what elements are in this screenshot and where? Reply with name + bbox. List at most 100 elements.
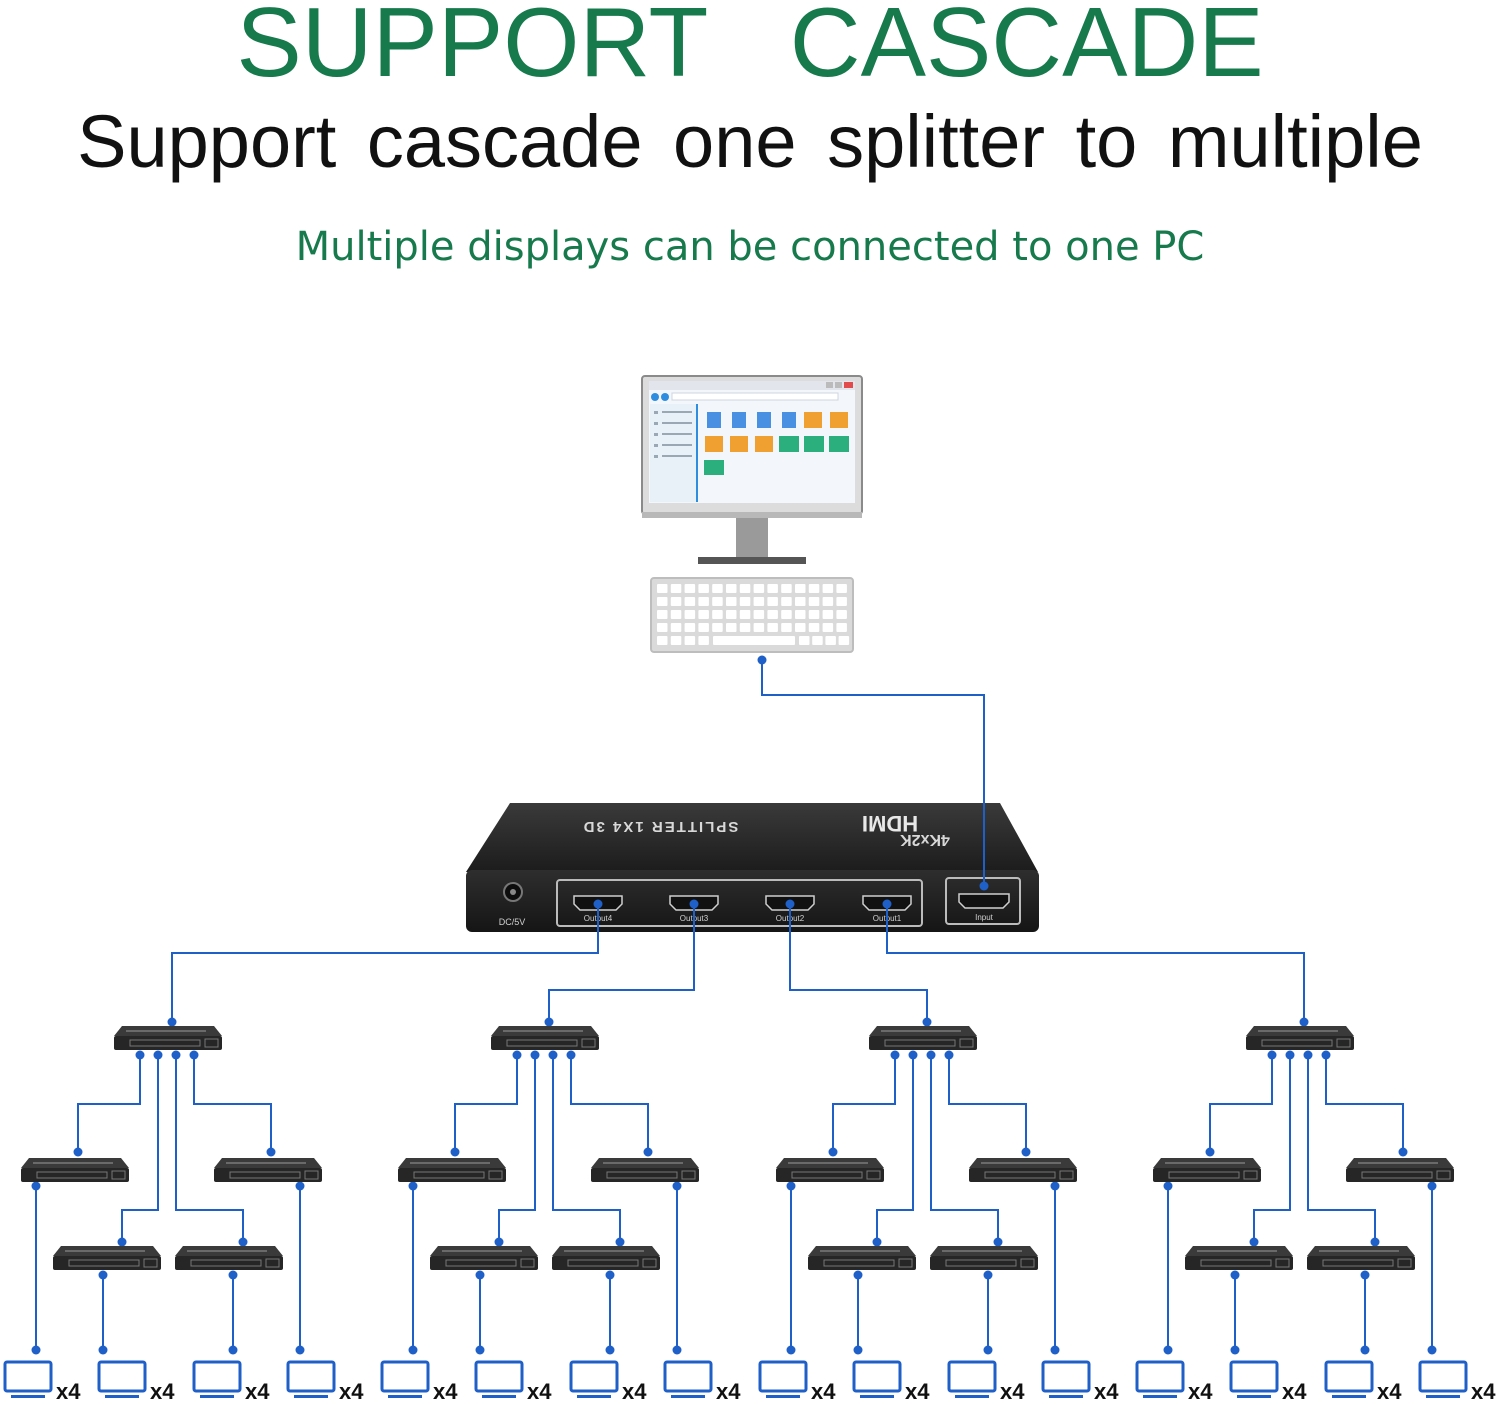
cable-connector — [1303, 1050, 1313, 1060]
cable-connector — [189, 1050, 199, 1060]
display-count-label: x4 — [1377, 1379, 1402, 1404]
cable-connector — [117, 1237, 127, 1247]
hdmi-splitter-icon — [429, 1245, 539, 1271]
cable-connector — [171, 1050, 181, 1060]
cable-connector — [593, 899, 603, 909]
display-monitor: x4 — [758, 1360, 836, 1404]
hdmi-input-port: Input — [958, 893, 1010, 922]
hdmi-cable — [789, 904, 928, 1022]
display-monitor-icon — [286, 1360, 336, 1400]
display-monitor-icon — [758, 1360, 808, 1400]
cable-connector — [1050, 1181, 1060, 1191]
hdmi-splitter-icon — [807, 1245, 917, 1271]
display-count-label: x4 — [150, 1379, 175, 1404]
cable-connector — [605, 1270, 615, 1280]
hdmi-splitter-icon — [490, 1025, 600, 1051]
hdmi-cable — [548, 904, 695, 1022]
display-monitor-icon — [852, 1360, 902, 1400]
cable-connector — [1230, 1345, 1240, 1355]
cable-connector — [1398, 1147, 1408, 1157]
display-monitor: x4 — [1324, 1360, 1402, 1404]
cable-connector — [1267, 1050, 1277, 1060]
display-monitor-icon — [3, 1360, 53, 1400]
display-count-label: x4 — [339, 1379, 364, 1404]
cable-connector — [1021, 1147, 1031, 1157]
cable-connector — [643, 1147, 653, 1157]
cable-connector — [882, 899, 892, 909]
display-count-label: x4 — [527, 1379, 552, 1404]
cable-connector — [98, 1345, 108, 1355]
cable-connector — [475, 1270, 485, 1280]
hdmi-splitter-icon — [775, 1157, 885, 1183]
display-monitor: x4 — [852, 1360, 930, 1404]
cable-connector — [73, 1147, 83, 1157]
cable-connector — [979, 881, 989, 891]
hdmi-cable — [832, 1055, 896, 1152]
hdmi-cable — [171, 904, 599, 1022]
cable-connector — [828, 1147, 838, 1157]
cable-connector — [908, 1050, 918, 1060]
display-count-label: x4 — [1471, 1379, 1496, 1404]
cable-connector — [983, 1270, 993, 1280]
cable-connector — [786, 1345, 796, 1355]
display-count-label: x4 — [1000, 1379, 1025, 1404]
cable-connector — [1360, 1270, 1370, 1280]
hdmi-splitter-icon — [1306, 1245, 1416, 1271]
hdmi-cable — [886, 904, 1305, 1022]
display-count-label: x4 — [245, 1379, 270, 1404]
display-monitor: x4 — [1041, 1360, 1119, 1404]
display-monitor: x4 — [286, 1360, 364, 1404]
hdmi-cable — [454, 1055, 518, 1152]
cable-connector — [983, 1345, 993, 1355]
display-monitor-icon — [569, 1360, 619, 1400]
display-monitor-icon — [1041, 1360, 1091, 1400]
display-monitor: x4 — [474, 1360, 552, 1404]
cable-connector — [890, 1050, 900, 1060]
page-title: SUPPORT CASCADE — [236, 0, 1264, 97]
hdmi-cable — [175, 1055, 244, 1242]
cable-connector — [993, 1237, 1003, 1247]
hdmi-splitter-icon — [1245, 1025, 1355, 1051]
hdmi-cable — [121, 1055, 159, 1242]
display-count-label: x4 — [433, 1379, 458, 1404]
cable-connector — [853, 1345, 863, 1355]
hdmi-cable — [761, 660, 985, 886]
display-monitor: x4 — [97, 1360, 175, 1404]
hdmi-splitter-icon — [1184, 1245, 1294, 1271]
cable-connector — [1249, 1237, 1259, 1247]
cable-connector — [944, 1050, 954, 1060]
display-monitor: x4 — [380, 1360, 458, 1404]
display-monitor-icon — [947, 1360, 997, 1400]
cable-connector — [1285, 1050, 1295, 1060]
cable-connector — [295, 1345, 305, 1355]
cable-connector — [1360, 1345, 1370, 1355]
hdmi-splitter-icon — [551, 1245, 661, 1271]
cable-connector — [295, 1181, 305, 1191]
display-count-label: x4 — [1188, 1379, 1213, 1404]
input-port-label: Input — [975, 913, 994, 922]
display-monitor-icon — [380, 1360, 430, 1400]
cable-connector — [1163, 1181, 1173, 1191]
hdmi-splitter-icon — [929, 1245, 1039, 1271]
display-monitor: x4 — [3, 1360, 81, 1404]
display-monitor-icon — [1135, 1360, 1185, 1400]
cable-connector — [1205, 1147, 1215, 1157]
hdmi-cable — [193, 1055, 272, 1152]
cable-connector — [926, 1050, 936, 1060]
display-monitor-icon — [474, 1360, 524, 1400]
cable-connector — [1163, 1345, 1173, 1355]
cable-connector — [615, 1237, 625, 1247]
display-count-label: x4 — [622, 1379, 647, 1404]
cable-connector — [1299, 1017, 1309, 1027]
cable-connector — [167, 1017, 177, 1027]
hdmi-cable — [930, 1055, 999, 1242]
hdmi-cable — [1253, 1055, 1291, 1242]
cable-connector — [1050, 1345, 1060, 1355]
hdmi-cable — [1209, 1055, 1273, 1152]
hdmi-cable — [876, 1055, 914, 1242]
page-subtitle: Support cascade one splitter to multiple — [77, 100, 1423, 183]
page-tagline: Multiple displays can be connected to on… — [295, 224, 1205, 270]
display-monitor: x4 — [1418, 1360, 1496, 1404]
cable-connector — [544, 1017, 554, 1027]
pc-monitor-icon — [641, 375, 863, 564]
